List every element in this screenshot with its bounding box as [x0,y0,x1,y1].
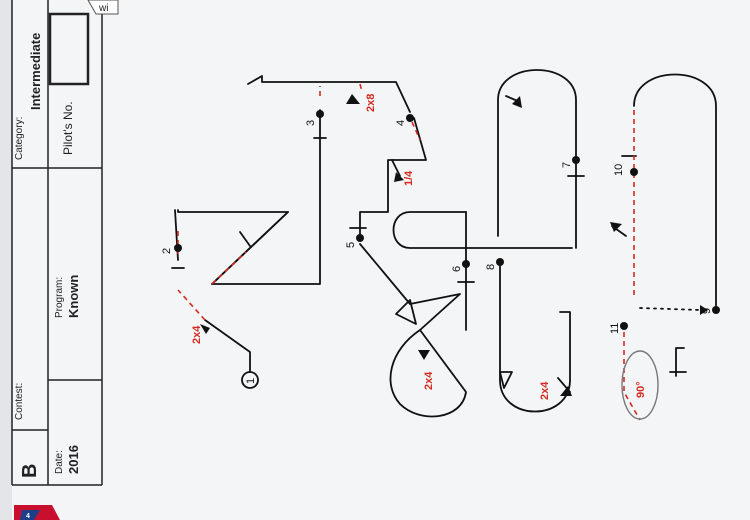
red-dashed-3 [211,251,247,285]
date-value: 2016 [66,445,81,474]
figure-6-number: 6 [451,266,463,272]
figure-8-triangle [499,371,513,389]
corner-tab: wi [87,0,119,15]
figure-10-number: 10 [613,164,625,176]
paper-shadow [0,0,12,520]
figure-8-path [499,265,571,413]
sheet-letter: B [19,464,41,478]
figure-5-diagonal [359,243,467,418]
figure-3-number: 3 [305,120,317,126]
pilot-number-box[interactable] [48,12,90,86]
figure-5-dot [356,234,364,242]
roll-label-d: 2x4 [423,371,435,390]
figure-7-dot [572,156,580,164]
figure-1-number: 1 [245,378,257,384]
red-dashed-1 [177,289,206,321]
figure-11-dot [620,322,628,330]
figure-2-diagonal [211,211,289,285]
roll-label-e: 2x4 [539,381,551,400]
figure-10-dot [630,168,638,176]
figure-4-path [359,117,427,239]
category-label: Category: [14,117,25,160]
figure-4-arrow [391,159,401,177]
club-logo: 4 [14,505,60,520]
figure-8-number: 8 [485,264,497,270]
program-label: Program: [54,277,65,318]
roll-label-c: 1/4 [403,170,415,186]
roll-label-f: 90° [635,381,647,398]
figure-11-exit [675,347,685,377]
program-value: Known [66,275,81,318]
pilot-number-label: Pilot's No. [61,101,75,155]
figure-7-number: 7 [561,162,573,168]
sequence-lines [171,69,717,418]
figure-2-roll-arrow [239,231,251,247]
figure-6-dot [462,260,470,268]
contest-label: Contest: [14,383,25,420]
figure-7-loop [497,69,577,249]
figure-3-top-line [247,75,411,113]
red-dashed-8 [623,332,641,421]
roll-label-b: 2x8 [365,94,377,112]
date-label: Date: [54,450,65,474]
category-value: Intermediate [28,33,43,110]
red-dashed-lines [177,83,641,421]
svg-text:4: 4 [26,513,30,520]
figure-9-loop [633,73,717,307]
figure-6-hump [392,211,573,249]
figure-5-triangle [395,299,417,325]
figure-3-dot [316,110,324,118]
figure-4-dot [406,114,414,122]
dotted-connector-arrowhead [700,305,708,315]
red-dashed-6 [411,121,421,141]
figure-5-number: 5 [345,242,357,248]
figure-11-number: 11 [609,323,621,334]
roll-label-a: 2x4 [191,325,203,344]
figure-dots [174,110,720,330]
figure-9-number: 9 [701,308,713,314]
corner-text: wi [98,3,108,14]
figure-9-dot [712,306,720,314]
dotted-connector [639,307,701,311]
red-dashed-5 [359,83,363,93]
figure-2-dot [174,244,182,252]
figure-8-dot [496,258,504,266]
figure-4-number: 4 [395,120,407,126]
arrow-heads [200,94,622,396]
ninety-degree-ellipse [621,350,659,420]
figure-2-number: 2 [161,248,173,254]
form-header [11,0,103,486]
figure-1-entry-line [204,319,251,373]
